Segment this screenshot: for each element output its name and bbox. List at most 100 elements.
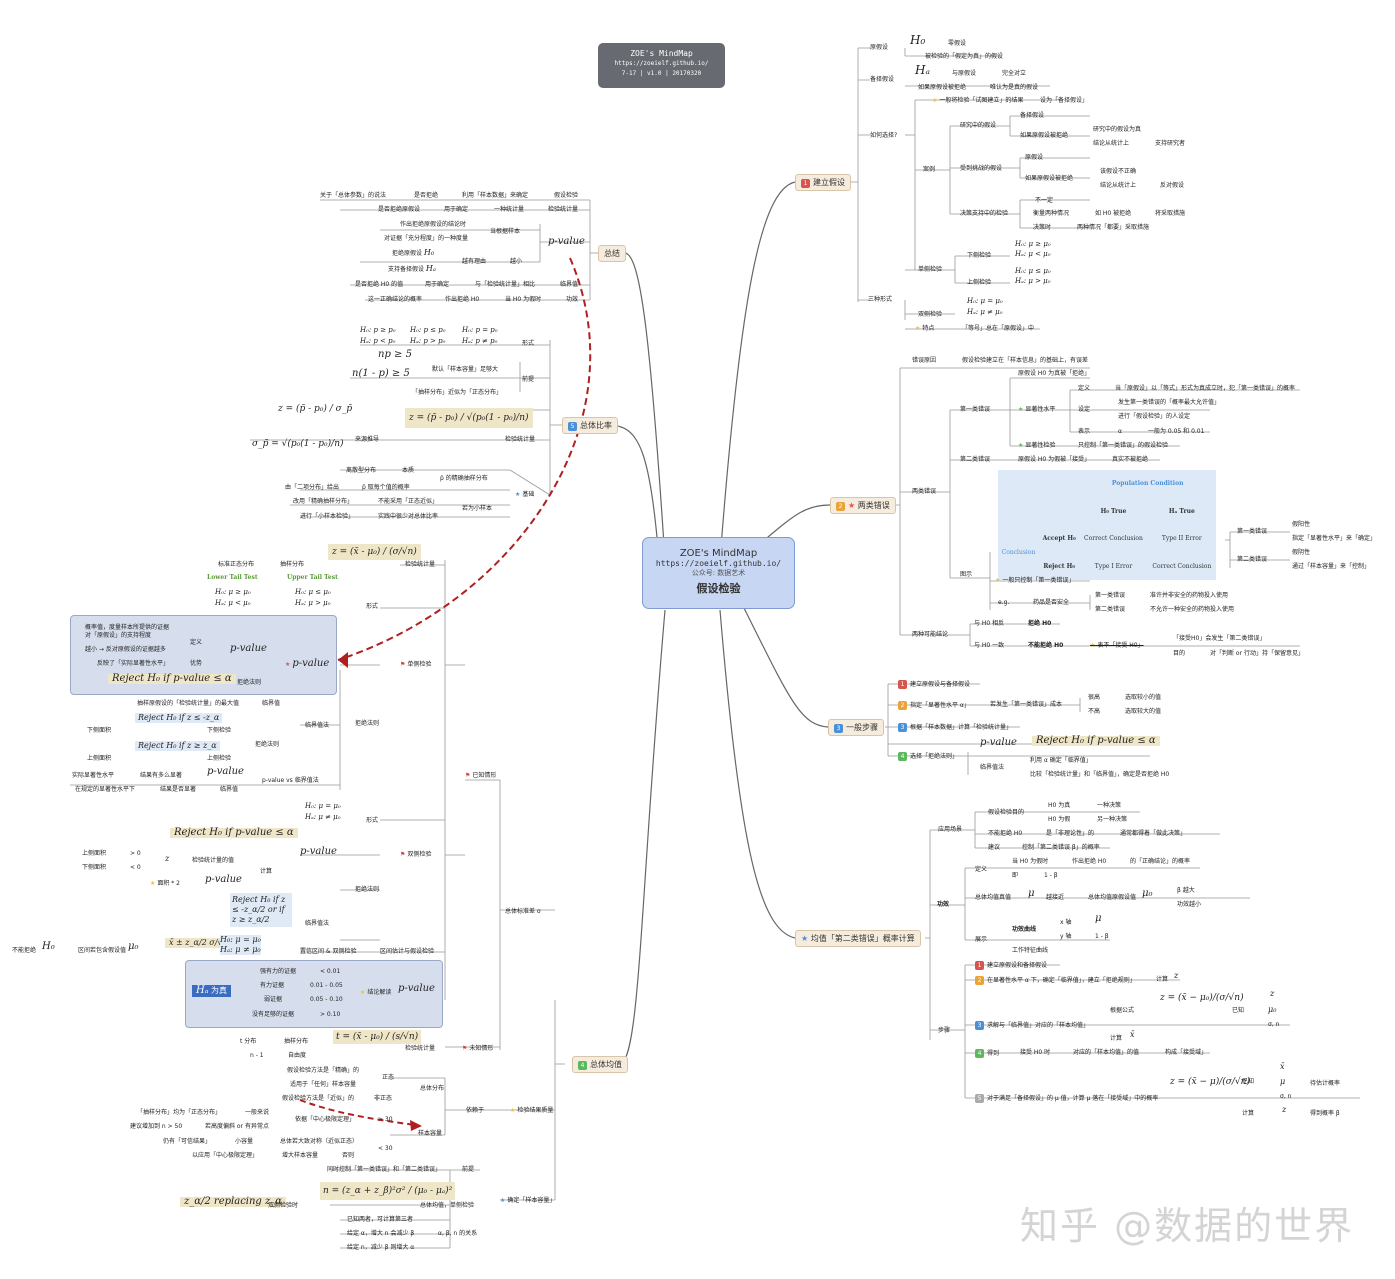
chart-label: 图示 bbox=[960, 571, 973, 578]
sum-l5: 是否拒绝 H0 的值 bbox=[355, 281, 404, 288]
ci4: μ₀ bbox=[128, 941, 139, 952]
sum-l1a: 是否拒绝 bbox=[414, 192, 439, 199]
h0-symbol: H₀ bbox=[910, 33, 926, 47]
type1a: 原假设 H0 为真被「拒绝」 bbox=[1018, 370, 1091, 377]
df: n - 1 bbox=[250, 1052, 264, 1059]
d2: n = (z_α + z_β)²σ² / (μ₀ - μₐ)² bbox=[320, 1182, 456, 1200]
topic-summary[interactable]: 总结 bbox=[598, 245, 626, 262]
p1a: 拒绝 H0 bbox=[1028, 620, 1052, 627]
topic-two-errors[interactable]: 2★ 两类错误 bbox=[830, 497, 896, 514]
a1b: 一种决策 bbox=[1097, 802, 1122, 809]
topic-type2-prob[interactable]: ★ 均值「第二类错误」概率计算 bbox=[795, 930, 921, 947]
prop-pre: 前提 bbox=[522, 376, 535, 383]
def: 定义 bbox=[1078, 385, 1091, 392]
prop-b4: 由「二项分布」给出 bbox=[285, 484, 340, 491]
tlow: 下侧面积 bbox=[82, 864, 107, 871]
st4a: 接受 H0 时 bbox=[1020, 1049, 1051, 1056]
a1a: H0 为真 bbox=[1048, 802, 1071, 809]
prop-pre3: 默认「样本容量」足够大 bbox=[432, 366, 499, 373]
pv-star: ★ p-value bbox=[285, 658, 330, 669]
dashed-arrow-sample bbox=[299, 1099, 416, 1126]
tgt: > 0 bbox=[130, 850, 141, 857]
prop-src2: σ_p̄ = √(p₀(1 - p₀)/n) bbox=[252, 439, 344, 449]
a2a: 是「非理论性」的 bbox=[1046, 830, 1095, 837]
center-sub: 公众号: 数据艺术 bbox=[691, 569, 746, 577]
d4: 已知两者，可计算第三者 bbox=[347, 1216, 414, 1223]
arrow-head-2 bbox=[410, 1120, 422, 1131]
tup: 上侧面积 bbox=[82, 850, 107, 857]
alt-hyp: 备择假设 bbox=[870, 76, 895, 83]
ha-text4: 唯认为是真的假设 bbox=[990, 84, 1039, 91]
mean-samp: 抽样分布 bbox=[280, 561, 305, 568]
ci2: x̄ ± z_α/2 σ/√n bbox=[165, 938, 232, 948]
a2b: 通常都得着「做此决策」 bbox=[1120, 830, 1187, 837]
center-url: https://zoeielf.github.io/ bbox=[655, 559, 782, 568]
tarea: ★ 面积 * 2 bbox=[150, 880, 180, 887]
c1: 研究中的假设 bbox=[960, 122, 997, 129]
st3f: 计算 bbox=[1110, 1035, 1123, 1042]
table-h0t: H₀ True bbox=[1100, 507, 1127, 515]
table-rej: Reject H₀ bbox=[1043, 562, 1075, 570]
dr1: 第一类错误 bbox=[1095, 592, 1126, 599]
pvdef: 定义 bbox=[190, 639, 203, 646]
det: ★ 确定「样本容量」 bbox=[500, 1197, 556, 1204]
c2e: 反对假设 bbox=[1160, 182, 1185, 189]
r1: Reject H₀ if z ≤ -z_α bbox=[135, 713, 223, 723]
sum-l6a: 作出拒绝 H0 bbox=[445, 296, 480, 303]
badge-url: https://zoeielf.github.io/ bbox=[614, 60, 709, 67]
app: 应用场景 bbox=[938, 826, 963, 833]
lower-test: 下侧检验 bbox=[967, 252, 992, 259]
central-topic[interactable]: ZOE's MindMap https://zoeielf.github.io/… bbox=[642, 537, 795, 609]
form4: Hₐ: μ > μ₀ bbox=[1015, 277, 1051, 285]
poss: 两种可能结论 bbox=[912, 631, 949, 638]
pvd1: 概率值，度量样本所提供的证据 bbox=[85, 624, 170, 631]
c3e: 决策时 bbox=[1033, 224, 1052, 231]
c2b: 如果原假设被拒绝 bbox=[1025, 175, 1074, 182]
link-mean bbox=[619, 609, 666, 1065]
three-forms: 三种形式 bbox=[868, 296, 893, 303]
prop-form: 形式 bbox=[522, 340, 535, 347]
rule: 拒绝法则 bbox=[255, 741, 280, 748]
r1a: 下侧检验 bbox=[207, 727, 232, 734]
form6: Hₐ: μ ≠ μ₀ bbox=[967, 308, 1003, 316]
number-icon-4: 4 bbox=[578, 1061, 587, 1070]
drug: 药品是否安全 bbox=[1033, 599, 1070, 606]
st4c: 构成「接受域」 bbox=[1165, 1049, 1208, 1056]
prop-b10: 实践中很少对总体比率 bbox=[378, 513, 439, 520]
tform: 形式 bbox=[366, 817, 379, 824]
prop-base: ★ 基础 bbox=[515, 491, 535, 498]
pdef2: 作出拒绝 H0 bbox=[1072, 858, 1107, 865]
sum-l2b: 一种统计量 bbox=[494, 206, 525, 213]
pyav: 1 - β bbox=[1095, 933, 1109, 940]
mean-z: z = (x̄ - μ₀) / (σ/√n) bbox=[328, 544, 421, 560]
pdef4: 即 bbox=[1012, 872, 1019, 879]
st3a: 根据公式 bbox=[1110, 1007, 1135, 1014]
st2a: 计算 bbox=[1156, 976, 1169, 983]
sum-l5a: 用于确定 bbox=[425, 281, 450, 288]
pshow: 展示 bbox=[975, 936, 988, 943]
sum-l3: 作出拒绝原假设的结论时 bbox=[400, 221, 467, 228]
topic-label: 总结 bbox=[604, 249, 620, 258]
dr2: 第二类错误 bbox=[1095, 606, 1126, 613]
prop-pre1: np ≥ 5 bbox=[378, 349, 412, 360]
alpha-v: 一般为 0.05 和 0.01 bbox=[1148, 428, 1205, 435]
mean-uf2: Hₐ: μ > μ₀ bbox=[295, 599, 331, 607]
pmu: μ bbox=[1028, 888, 1035, 899]
tcvm: 临界值法 bbox=[305, 920, 330, 927]
table-cc2: Correct Conclusion bbox=[1152, 562, 1212, 570]
s4a: > 0.10 bbox=[320, 1011, 341, 1018]
how2: 设为「备择假设」 bbox=[1040, 97, 1089, 104]
s4-rej: Reject H₀ if p-value ≤ α bbox=[1032, 736, 1160, 746]
mean-lf2: Hₐ: μ < μ₀ bbox=[215, 599, 251, 607]
sum-l4c: 越小 bbox=[510, 258, 523, 265]
badge-meta: 7-17 | v1.0 | 20170320 bbox=[621, 70, 702, 77]
pd2: 假设检验方法是「精确」的 bbox=[287, 1067, 360, 1074]
sig-level: ★ 显著性水平 bbox=[1018, 406, 1056, 413]
link-t1 bbox=[719, 181, 796, 561]
